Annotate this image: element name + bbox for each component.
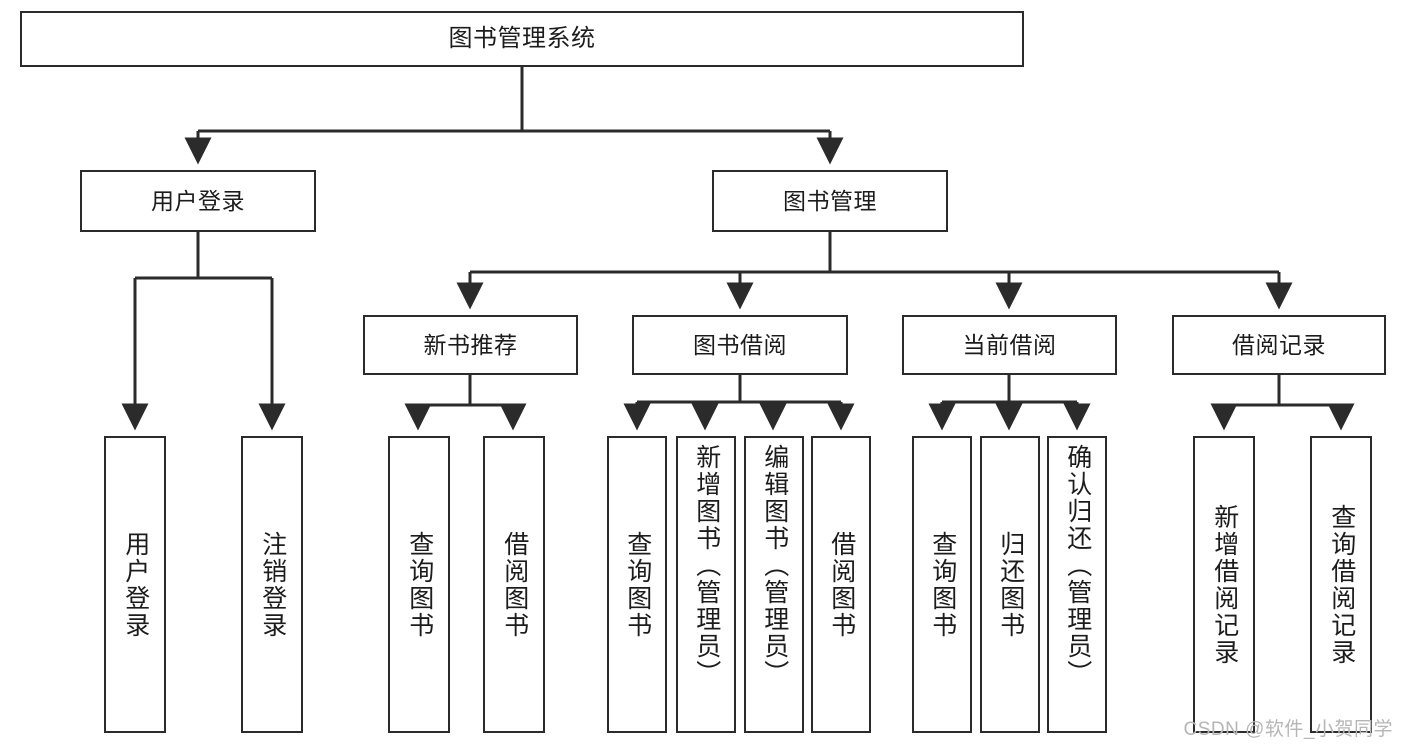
- node-leaf-borrow-book-borrow-label: 借阅图书: [827, 530, 856, 639]
- node-leaf-confirm-return-label: 确认归还（管理员）: [1063, 444, 1092, 687]
- node-book-management-label: 图书管理: [783, 187, 877, 214]
- node-leaf-add-record-label: 新增借阅记录: [1210, 503, 1239, 666]
- node-leaf-query-record-label: 查询借阅记录: [1327, 503, 1356, 666]
- node-leaf-edit-book[interactable]: 编辑图书（管理员）: [744, 436, 804, 733]
- node-leaf-logout-label: 注销登录: [258, 530, 287, 639]
- node-user-login-label: 用户登录: [151, 187, 245, 214]
- node-leaf-user-login-label: 用户登录: [121, 530, 150, 639]
- node-leaf-return-book[interactable]: 归还图书: [980, 436, 1040, 733]
- node-root-label: 图书管理系统: [448, 25, 596, 53]
- node-new-book-recommend-label: 新书推荐: [423, 331, 518, 358]
- node-leaf-confirm-return[interactable]: 确认归还（管理员）: [1047, 436, 1107, 733]
- node-book-borrow-label: 图书借阅: [693, 331, 787, 358]
- node-leaf-logout[interactable]: 注销登录: [241, 436, 303, 733]
- node-leaf-edit-book-label: 编辑图书（管理员）: [760, 444, 789, 687]
- node-leaf-query-book-new-label: 查询图书: [405, 530, 434, 639]
- node-leaf-borrow-book-new[interactable]: 借阅图书: [483, 436, 545, 733]
- node-book-management[interactable]: 图书管理: [712, 170, 948, 232]
- node-borrow-record[interactable]: 借阅记录: [1172, 315, 1386, 375]
- node-leaf-query-book-new[interactable]: 查询图书: [388, 436, 450, 733]
- node-leaf-user-login[interactable]: 用户登录: [104, 436, 166, 733]
- node-current-borrow-label: 当前借阅: [962, 331, 1057, 358]
- node-leaf-query-record[interactable]: 查询借阅记录: [1310, 436, 1372, 733]
- node-new-book-recommend[interactable]: 新书推荐: [363, 315, 578, 375]
- node-book-borrow[interactable]: 图书借阅: [632, 315, 848, 375]
- node-user-login[interactable]: 用户登录: [80, 170, 316, 232]
- node-borrow-record-label: 借阅记录: [1232, 331, 1326, 358]
- node-leaf-borrow-book-borrow[interactable]: 借阅图书: [811, 436, 871, 733]
- node-leaf-add-book[interactable]: 新增图书（管理员）: [676, 436, 736, 733]
- node-current-borrow[interactable]: 当前借阅: [902, 315, 1117, 375]
- node-leaf-return-book-label: 归还图书: [996, 530, 1025, 639]
- node-leaf-query-book-current[interactable]: 查询图书: [912, 436, 972, 733]
- node-leaf-add-record[interactable]: 新增借阅记录: [1193, 436, 1255, 733]
- node-leaf-borrow-book-new-label: 借阅图书: [500, 530, 529, 639]
- node-leaf-query-book-borrow-label: 查询图书: [623, 530, 652, 639]
- node-leaf-query-book-borrow[interactable]: 查询图书: [607, 436, 667, 733]
- node-leaf-query-book-current-label: 查询图书: [928, 530, 957, 639]
- watermark-text: CSDN @软件_小贺同学: [1183, 719, 1393, 740]
- node-leaf-add-book-label: 新增图书（管理员）: [692, 444, 721, 687]
- node-root[interactable]: 图书管理系统: [20, 11, 1024, 67]
